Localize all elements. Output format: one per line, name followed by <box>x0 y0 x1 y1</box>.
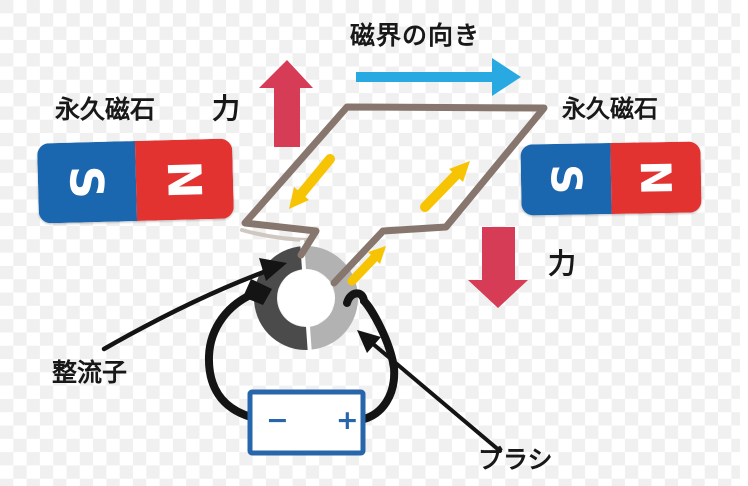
commutator-pointer-arrow <box>101 258 287 352</box>
battery <box>247 389 366 456</box>
field-direction-arrow <box>356 58 521 96</box>
force-label-left: 力 <box>212 92 241 125</box>
current-arrow-lead <box>347 246 386 286</box>
field-direction-label: 磁界の向き <box>350 21 481 50</box>
brush-pointer-arrow <box>357 330 502 453</box>
south-pole-letter: S <box>541 163 591 195</box>
left-magnet: S N <box>36 138 235 224</box>
force-down-arrow <box>468 227 528 308</box>
right-wire-and-brush <box>343 289 399 423</box>
coil-edge-shadow <box>240 228 314 242</box>
battery-minus: − <box>266 405 289 436</box>
left-magnet-north-pole: N <box>134 138 235 221</box>
left-wire <box>204 287 264 421</box>
battery-plus: + <box>336 405 359 436</box>
south-pole-letter: S <box>59 165 115 200</box>
left-magnet-label: 永久磁石 <box>55 95 156 124</box>
right-magnet: S N <box>520 141 702 216</box>
north-pole-letter: N <box>156 159 212 200</box>
north-pole-letter: N <box>631 159 681 196</box>
armature-coil <box>241 103 548 287</box>
canvas-edge <box>740 0 748 486</box>
current-arrow-left <box>289 154 335 209</box>
commutator-label: 整流子 <box>52 358 128 387</box>
left-brush <box>243 279 272 305</box>
right-magnet-label: 永久磁石 <box>562 95 658 123</box>
right-magnet-south-pole: S <box>520 143 612 216</box>
current-arrow-right <box>420 161 470 212</box>
force-up-arrow <box>259 60 313 147</box>
commutator-split-gap <box>299 240 313 356</box>
left-magnet-south-pole: S <box>36 141 137 224</box>
right-magnet-north-pole: N <box>610 141 702 214</box>
force-label-right: 力 <box>548 247 577 280</box>
brush-label: ブラシ <box>478 445 553 474</box>
